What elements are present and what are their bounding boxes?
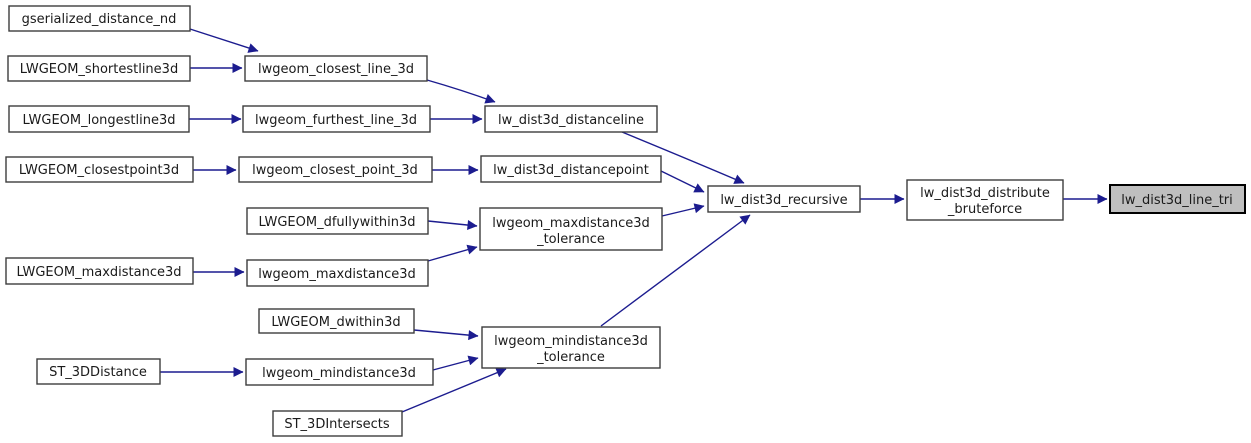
node-label: LWGEOM_maxdistance3d	[16, 265, 181, 280]
node-box[interactable]	[707, 185, 861, 213]
node-lw-dist3d-line-tri-current: lw_dist3d_line_tri	[1109, 184, 1246, 214]
node-lwgeom-furthest-line-3d[interactable]: lwgeom_furthest_line_3d	[242, 105, 431, 133]
node-lwgeom-longestline3d[interactable]: LWGEOM_longestline3d	[8, 105, 190, 133]
node-box[interactable]	[36, 358, 161, 385]
node-st-3ddistance[interactable]: ST_3DDistance	[36, 358, 161, 385]
node-box[interactable]	[272, 410, 403, 437]
node-label: lwgeom_closest_point_3d	[252, 163, 418, 178]
node-lw-dist3d-recursive[interactable]: lw_dist3d_recursive	[707, 185, 861, 213]
node-gserialized-distance-nd[interactable]: gserialized_distance_nd	[8, 5, 191, 32]
node-label: lwgeom_closest_line_3d	[258, 62, 414, 77]
node-lwgeom-mindistance3d[interactable]: lwgeom_mindistance3d	[245, 358, 434, 386]
node-box[interactable]	[5, 156, 194, 183]
node-lw-dist3d-distribute-bruteforce[interactable]: lw_dist3d_distribute _bruteforce	[906, 179, 1064, 221]
node-label: gserialized_distance_nd	[22, 12, 177, 27]
node-box[interactable]	[7, 55, 191, 82]
node-lwgeom-maxdistance3d[interactable]: lwgeom_maxdistance3d	[246, 259, 429, 287]
node-label: lwgeom_mindistance3d	[262, 366, 416, 381]
node-box[interactable]	[246, 259, 429, 287]
node-label: lw_dist3d_distancepoint	[493, 163, 649, 178]
node-lwgeom-mindistance3d-tolerance[interactable]: lwgeom_mindistance3d _tolerance	[481, 326, 661, 369]
node-label-line2: _tolerance	[536, 232, 605, 247]
node-label: lw_dist3d_line_tri	[1121, 193, 1233, 208]
node-label: lw_dist3d_distanceline	[498, 113, 644, 128]
node-box[interactable]	[484, 105, 658, 133]
node-lw-dist3d-distancepoint[interactable]: lw_dist3d_distancepoint	[480, 155, 662, 183]
node-label: lwgeom_furthest_line_3d	[255, 113, 417, 128]
node-st-3dintersects[interactable]: ST_3DIntersects	[272, 410, 403, 437]
edge-lw-dist3d-distancepoint-to-lw-dist3d-recursive	[660, 170, 705, 193]
node-label: ST_3DDistance	[49, 365, 147, 380]
node-label-line2: _tolerance	[536, 350, 605, 365]
edge-lwgeom-mindistance3d-to-lwgeom-mindistance3d-tolerance	[432, 355, 479, 371]
edge-gserialized-distance-nd-to-lwgeom-closest-line-3d	[189, 28, 259, 53]
node-label-line1: lw_dist3d_distribute	[920, 186, 1050, 201]
node-box[interactable]	[8, 5, 191, 32]
node-box[interactable]	[245, 358, 434, 386]
node-label: LWGEOM_longestline3d	[22, 113, 175, 128]
node-label: LWGEOM_shortestline3d	[20, 62, 178, 77]
node-box[interactable]	[5, 257, 194, 285]
node-box[interactable]	[906, 179, 1064, 221]
node-box[interactable]	[238, 156, 433, 183]
node-box[interactable]	[244, 55, 428, 82]
node-lwgeom-closestpoint3d[interactable]: LWGEOM_closestpoint3d	[5, 156, 194, 183]
node-lwgeom-maxdistance3d-caller[interactable]: LWGEOM_maxdistance3d	[5, 257, 194, 285]
edge-lwgeom-dwithin3d-to-lwgeom-mindistance3d-tolerance	[413, 329, 479, 341]
edge-lwgeom-closest-line-3d-to-lw-dist3d-distanceline	[426, 79, 496, 104]
node-box[interactable]	[8, 105, 190, 133]
node-label-line1: lwgeom_maxdistance3d	[492, 216, 650, 231]
node-lwgeom-shortestline3d[interactable]: LWGEOM_shortestline3d	[7, 55, 191, 82]
node-label: lwgeom_maxdistance3d	[258, 267, 416, 282]
node-lwgeom-closest-line-3d[interactable]: lwgeom_closest_line_3d	[244, 55, 428, 82]
node-label: LWGEOM_dfullywithin3d	[258, 215, 415, 230]
edge-lw-dist3d-distanceline-to-lw-dist3d-recursive	[621, 131, 745, 184]
node-lwgeom-maxdistance3d-tolerance[interactable]: lwgeom_maxdistance3d _tolerance	[479, 207, 663, 251]
node-label-line2: _bruteforce	[947, 202, 1022, 217]
edge-lwgeom-maxdistance3d-to-lwgeom-maxdistance3d-tolerance	[427, 244, 478, 262]
edge-lwgeom-maxdistance3d-tolerance-to-lw-dist3d-recursive	[661, 203, 705, 217]
node-box[interactable]	[246, 207, 429, 235]
edge-lwgeom-dfullywithin3d-to-lwgeom-maxdistance3d-tolerance	[427, 220, 478, 231]
node-label: LWGEOM_closestpoint3d	[19, 163, 179, 178]
node-box[interactable]	[479, 207, 663, 251]
node-box[interactable]	[258, 308, 415, 334]
node-lwgeom-dwithin3d[interactable]: LWGEOM_dwithin3d	[258, 308, 415, 334]
node-label: LWGEOM_dwithin3d	[271, 315, 400, 330]
node-box	[1109, 184, 1246, 214]
node-label: ST_3DIntersects	[284, 417, 390, 432]
node-lwgeom-closest-point-3d[interactable]: lwgeom_closest_point_3d	[238, 156, 433, 183]
node-box[interactable]	[242, 105, 431, 133]
node-label-line1: lwgeom_mindistance3d	[494, 334, 648, 349]
node-box[interactable]	[481, 326, 661, 369]
edge-lwgeom-mindistance3d-tolerance-to-lw-dist3d-recursive	[600, 214, 751, 327]
node-lwgeom-dfullywithin3d[interactable]: LWGEOM_dfullywithin3d	[246, 207, 429, 235]
node-box[interactable]	[480, 155, 662, 183]
node-label: lw_dist3d_recursive	[720, 193, 847, 208]
node-lw-dist3d-distanceline[interactable]: lw_dist3d_distanceline	[484, 105, 658, 133]
edge-st-3dintersects-to-lwgeom-mindistance3d-tolerance	[401, 368, 507, 413]
